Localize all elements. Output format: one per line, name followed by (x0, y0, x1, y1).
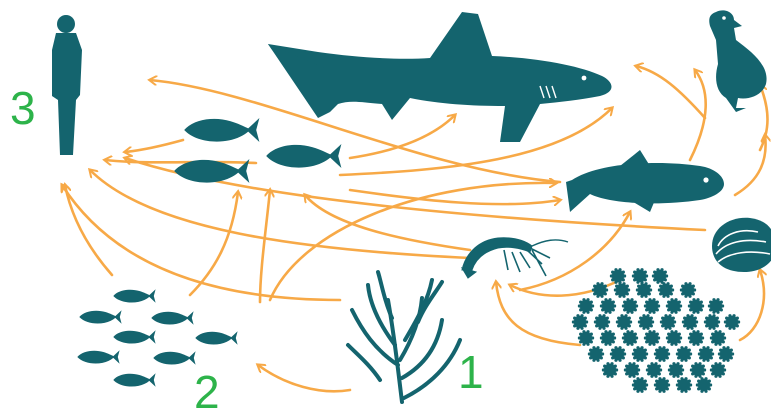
plankton-cell (660, 314, 676, 330)
arrow (260, 190, 270, 302)
arrow (350, 190, 560, 204)
arrow (258, 365, 350, 391)
plankton-cell (602, 362, 618, 378)
level-label-2: 2 (194, 366, 220, 414)
arrow (496, 282, 580, 345)
plankton-cell (682, 314, 698, 330)
arrow (636, 66, 705, 118)
arrow (125, 140, 183, 152)
plankton-cell (624, 362, 640, 378)
plankton-cell (636, 282, 652, 298)
feeding-arrows (62, 66, 768, 391)
plankton-cell (610, 346, 626, 362)
plankton-cell (704, 314, 720, 330)
level-label-1: 1 (458, 346, 484, 398)
plankton-cell (718, 346, 734, 362)
plankton-cell (578, 330, 594, 346)
plankton-cell (710, 330, 726, 346)
shrimp-icon (462, 238, 568, 278)
plankton-cell (594, 314, 610, 330)
human-icon (52, 15, 82, 155)
plankton-cell (614, 282, 630, 298)
plankton-cell (654, 346, 670, 362)
plankton-cell (676, 377, 692, 393)
plankton-cell (696, 377, 712, 393)
clam-icon (712, 218, 771, 272)
herring-icon (174, 118, 341, 183)
plankton-cell (688, 330, 704, 346)
plankton-cell (600, 298, 616, 314)
plankton-cell (668, 362, 684, 378)
plankton-cell (676, 346, 692, 362)
plankton-cell (724, 314, 740, 330)
plankton-cell (616, 314, 632, 330)
large-fish-icon (566, 150, 724, 212)
seaweed-icon (348, 272, 460, 402)
level-label-3: 3 (10, 82, 36, 134)
plankton-cell (688, 298, 704, 314)
plankton-cell (600, 330, 616, 346)
plankton-cell (632, 268, 648, 284)
plankton-cell (690, 362, 706, 378)
plankton-cell (578, 298, 594, 314)
seabird-icon (709, 10, 766, 112)
plankton-cell (632, 377, 648, 393)
plankton-cell (654, 377, 670, 393)
plankton-cell (666, 330, 682, 346)
plankton-cell (638, 314, 654, 330)
arrow (735, 135, 766, 195)
plankton-cell (658, 282, 674, 298)
plankton-cell (708, 298, 724, 314)
arrow (740, 270, 764, 340)
arrow (190, 192, 238, 295)
plankton-cell (572, 314, 588, 330)
plankton-cell (698, 346, 714, 362)
plankton-cell (652, 268, 668, 284)
arrow (105, 160, 256, 163)
plankton-cell (610, 268, 626, 284)
plankton-cell (666, 298, 682, 314)
arrow (305, 195, 470, 250)
plankton-cell (632, 346, 648, 362)
plankton-cell (710, 362, 726, 378)
organisms (52, 10, 771, 402)
phytoplankton-icon (572, 268, 740, 393)
plankton-cell (592, 282, 608, 298)
plankton-cell (644, 298, 660, 314)
arrow (90, 170, 470, 258)
plankton-cell (622, 298, 638, 314)
plankton-cell (644, 330, 660, 346)
plankton-cell (680, 282, 696, 298)
plankton-cell (588, 346, 604, 362)
plankton-cell (646, 362, 662, 378)
plankton-cell (622, 330, 638, 346)
